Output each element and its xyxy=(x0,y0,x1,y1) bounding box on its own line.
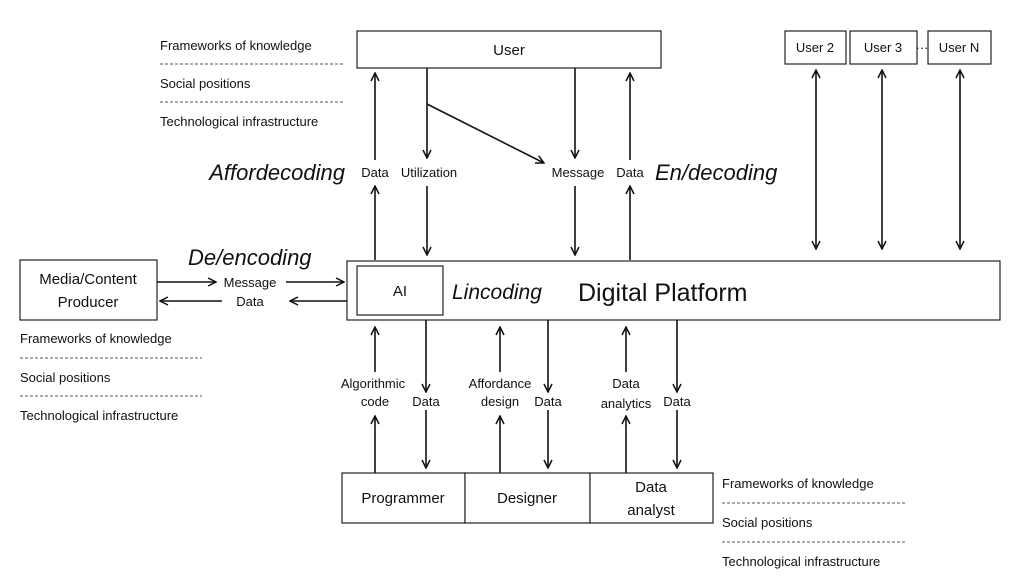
endecoding-label: En/decoding xyxy=(655,160,778,185)
social-label: Social positions xyxy=(20,370,111,385)
frameworks-label: Frameworks of knowledge xyxy=(722,476,874,491)
deencoding-label: De/encoding xyxy=(188,245,312,270)
ellipsis: ··· xyxy=(916,40,929,55)
affordance-label: design xyxy=(481,394,519,409)
affordecoding-label: Affordecoding xyxy=(207,160,346,185)
algorithmic-label: Algorithmic xyxy=(341,376,406,391)
user-label: User xyxy=(493,42,525,59)
message-label: Message xyxy=(552,165,605,180)
user-context-labels: Frameworks of knowledge Social positions… xyxy=(160,38,343,129)
user-box xyxy=(356,30,662,69)
social-label: Social positions xyxy=(160,76,251,91)
user2-box xyxy=(784,30,847,65)
data-analyst-label: analyst xyxy=(627,502,675,519)
social-label: Social positions xyxy=(722,515,813,530)
data-analyst-box xyxy=(589,472,714,524)
tech-label: Technological infrastructure xyxy=(160,114,318,129)
userN-label: User N xyxy=(939,40,979,55)
user2-label: User 2 xyxy=(796,40,834,55)
ai-label: AI xyxy=(393,283,407,300)
data-label: Data xyxy=(663,394,691,409)
frameworks-label: Frameworks of knowledge xyxy=(160,38,312,53)
diagonal-arrow xyxy=(426,103,544,163)
data-analyst-label: Data xyxy=(635,479,667,496)
programmer-label: Programmer xyxy=(361,490,444,507)
staff-context-labels: Frameworks of knowledge Social positions… xyxy=(722,476,905,569)
algorithmic-label: code xyxy=(361,394,389,409)
frameworks-label: Frameworks of knowledge xyxy=(20,331,172,346)
analytics-label: Data xyxy=(612,376,640,391)
data-label: Data xyxy=(236,294,264,309)
message-label: Message xyxy=(224,275,277,290)
producer-context-labels: Frameworks of knowledge Social positions… xyxy=(20,331,202,423)
digital-platform-box xyxy=(346,260,1001,321)
data-label: Data xyxy=(616,165,644,180)
producer-box xyxy=(19,259,158,321)
tech-label: Technological infrastructure xyxy=(722,554,880,569)
user3-label: User 3 xyxy=(864,40,902,55)
programmer-box xyxy=(341,472,466,524)
digital-platform-label: Digital Platform xyxy=(578,279,748,307)
affordance-label: Affordance xyxy=(469,376,532,391)
producer-label: Producer xyxy=(58,294,119,311)
data-label: Data xyxy=(412,394,440,409)
lincoding-label: Lincoding xyxy=(452,281,542,304)
data-label: Data xyxy=(534,394,562,409)
user3-box xyxy=(849,30,918,65)
userN-box xyxy=(927,30,992,65)
tech-label: Technological infrastructure xyxy=(20,408,178,423)
utilization-label: Utilization xyxy=(401,165,457,180)
analytics-label: analytics xyxy=(601,396,652,411)
data-label: Data xyxy=(361,165,389,180)
designer-label: Designer xyxy=(497,490,557,507)
ai-box xyxy=(356,265,444,316)
producer-label: Media/Content xyxy=(39,271,137,288)
